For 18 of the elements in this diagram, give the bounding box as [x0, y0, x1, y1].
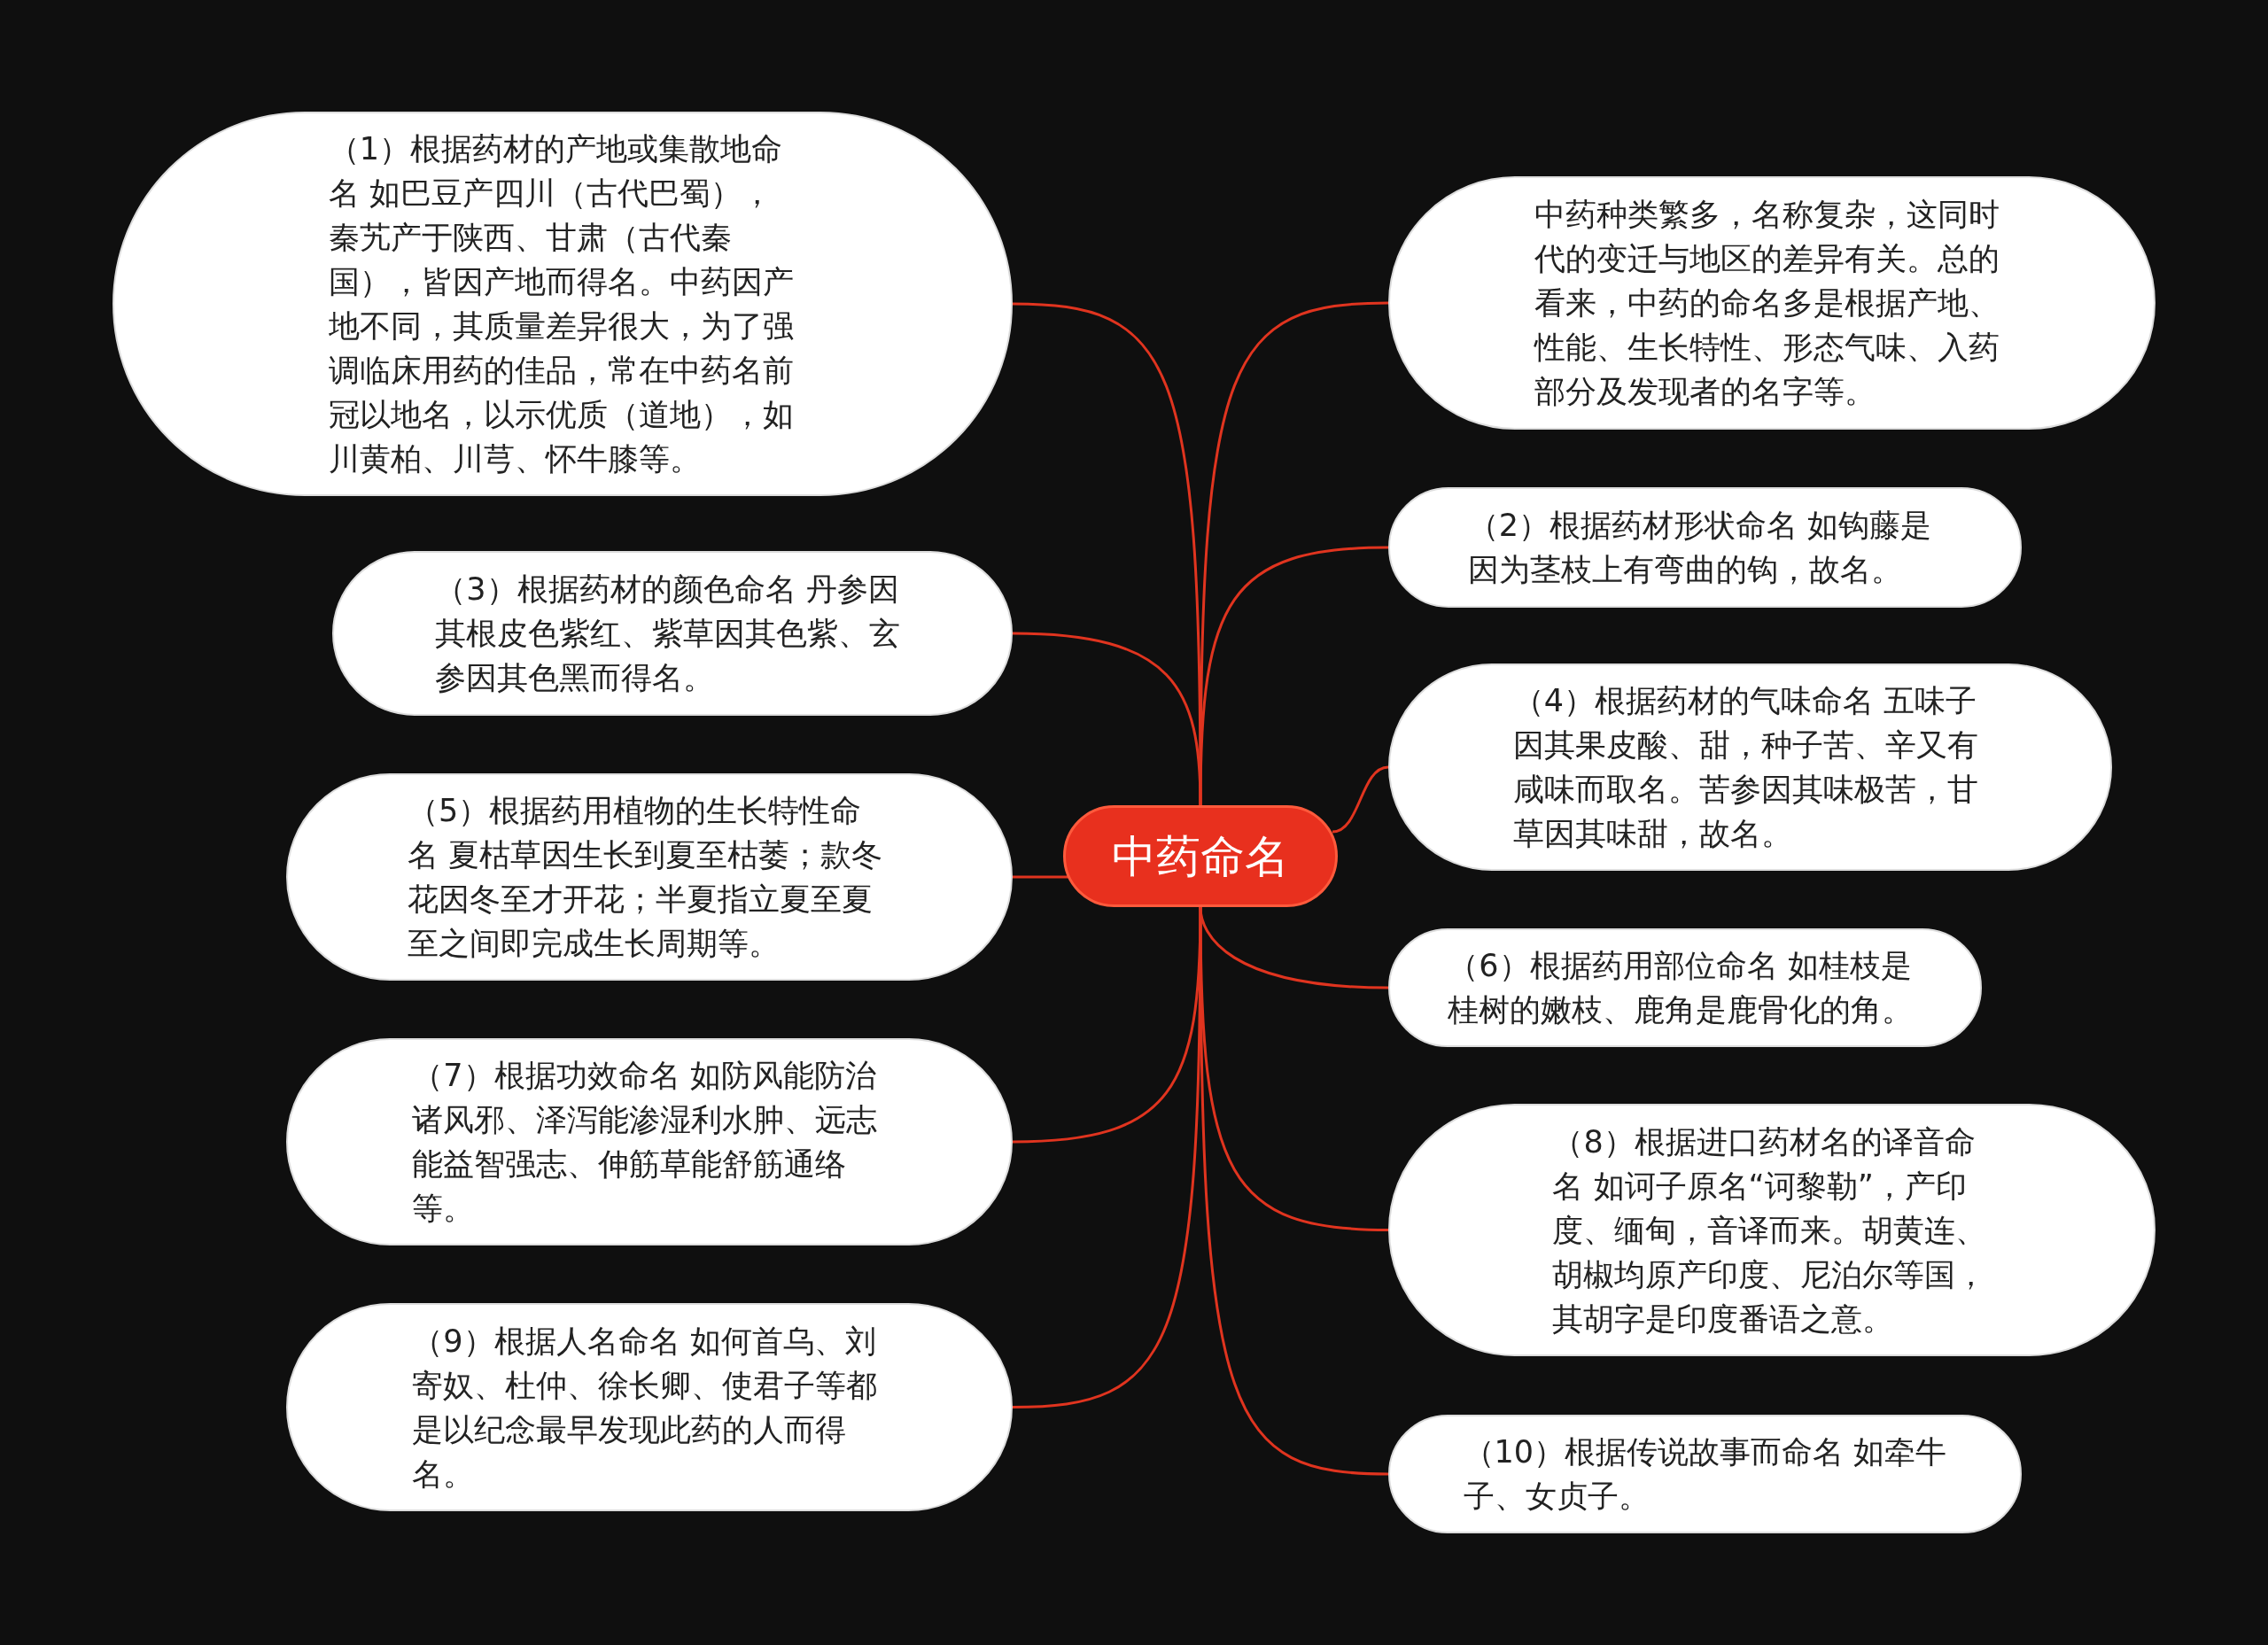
- node-text: （10）根据传说故事而命名 如牵牛子、女贞子。: [1463, 1433, 1947, 1516]
- connector-line: [1012, 632, 1202, 806]
- connector-line: [1199, 907, 1389, 1476]
- connector-line: [1199, 546, 1389, 805]
- node-text: （8）根据进口药材名的译音命名 如诃子原名“诃黎勒”，产印度、缅甸，音译而来。胡黄连、胡椒均原产印度、尼泊尔等国，其胡字是印度番语之意。: [1552, 1122, 1988, 1339]
- node-text: （4）根据药材的气味命名 五味子因其果皮酸、甜，种子苦、辛又有咸味而取名。苦参因其味极苦，甘草因其味甜，故名。: [1512, 682, 1979, 853]
- node-text: 中药种类繁多，名称复杂，这同时代的变迁与地区的差异有关。总的看来，中药的命名多是根据产地、性能、生长特性、形态气味、入药部分及发现者的名字等。: [1534, 196, 2001, 411]
- node-text: （6）根据药用部位命名 如桂枝是桂树的嫩枝、鹿角是鹿骨化的角。: [1448, 947, 1915, 1029]
- node-text: （1）根据药材的产地或集散地命名 如巴豆产四川（古代巴蜀），秦艽产于陕西、甘肃（古代秦国），皆因产地而得名。中药因产地不同，其质量差异很大，为了强调临床用药的佳品，常在中药名前冠以地名，以示优质（道地），如川黄柏、川芎、怀牛膝等。: [328, 130, 795, 478]
- topic-text: 中药命名: [1112, 829, 1289, 883]
- node-text: （3）根据药材的颜色命名 丹参因其根皮色紫红、紫草因其色紫、玄参因其色黑而得名。: [435, 570, 902, 697]
- connector-line: [1012, 907, 1202, 1408]
- connector-line: [1013, 875, 1068, 879]
- connector-line: [1332, 765, 1389, 834]
- node-text: （2）根据药材形状命名 如钩藤是因为茎枝上有弯曲的钩，故名。: [1467, 507, 1933, 589]
- node-text: （9）根据人名命名 如何首乌、刘寄奴、杜仲、徐长卿、使君子等都是以纪念最早发现此药的人而得名。: [412, 1322, 879, 1494]
- node-text: （7）根据功效命名 如防风能防治诸风邪、泽泻能渗湿利水肿、远志能益智强志、伸筋草能舒筋通络等。: [412, 1057, 879, 1228]
- node-text: （5）根据药用植物的生长特性命名 夏枯草因生长到夏至枯萎；款冬花因冬至才开花；半夏指立夏至夏至之间即完成生长周期等。: [408, 792, 884, 963]
